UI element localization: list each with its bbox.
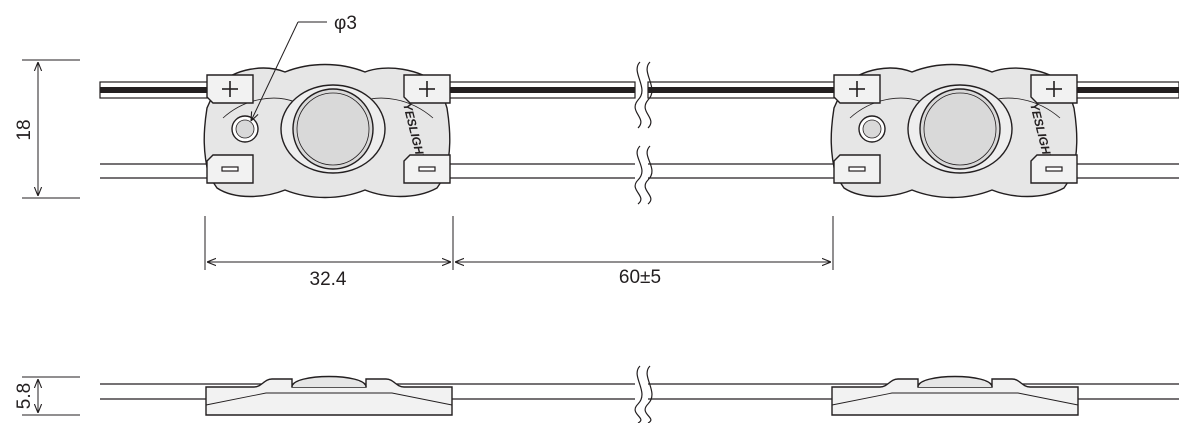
module-width-label: 32.4 bbox=[310, 269, 347, 290]
terminal-minus-2a bbox=[833, 154, 881, 184]
terminal-minus-1b bbox=[403, 154, 451, 184]
hole-label: φ3 bbox=[334, 13, 357, 34]
terminal-plus-2a bbox=[833, 74, 881, 104]
terminal-plus-2b bbox=[1030, 74, 1078, 104]
terminal-plus-1b bbox=[403, 74, 451, 104]
height-dimension bbox=[22, 59, 80, 199]
terminal-minus-1a bbox=[206, 154, 254, 184]
led-module-2-side bbox=[831, 375, 1079, 416]
side-wire-break-symbol bbox=[634, 365, 653, 423]
terminal-plus-1a bbox=[206, 74, 254, 104]
led-module-1-side bbox=[205, 375, 453, 416]
thickness-label: 5.8 bbox=[14, 383, 35, 409]
thickness-dimension bbox=[22, 376, 80, 416]
hole-leader bbox=[251, 21, 327, 121]
width-dimension bbox=[204, 216, 834, 270]
height-label: 18 bbox=[14, 119, 35, 140]
pitch-label: 60±5 bbox=[619, 267, 661, 288]
terminal-minus-2b bbox=[1030, 154, 1078, 184]
wire-break-symbol bbox=[634, 61, 653, 205]
